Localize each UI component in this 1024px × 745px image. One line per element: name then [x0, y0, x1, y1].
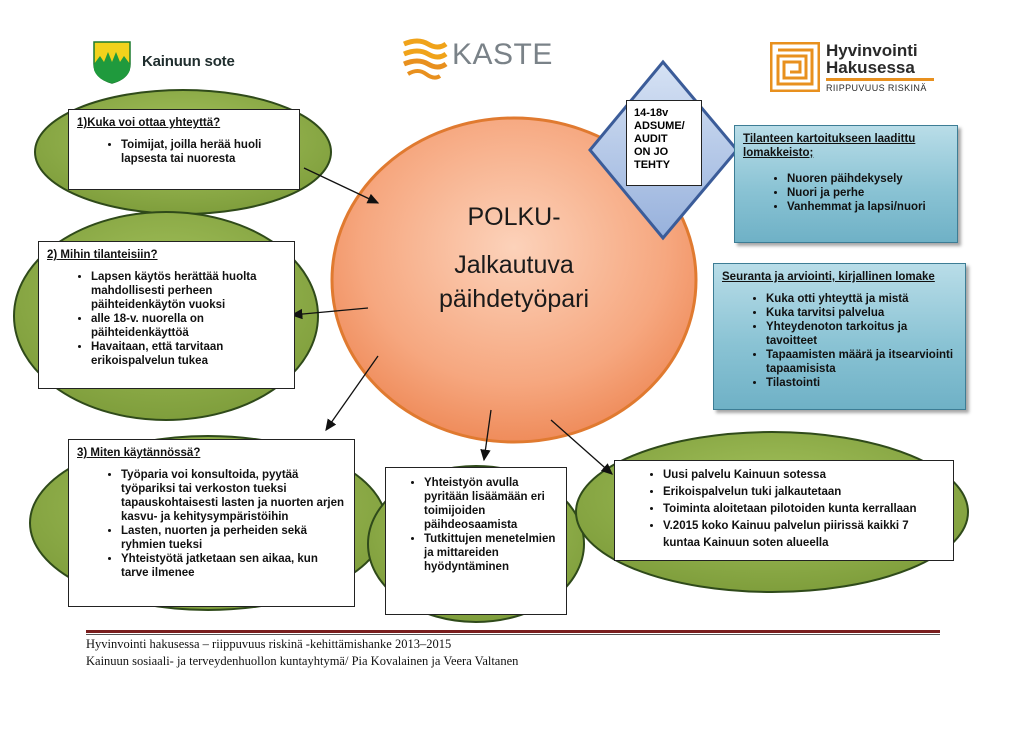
kainuu-shield-icon: [93, 41, 131, 84]
list-item: Uusi palvelu Kainuun sotessa: [663, 467, 945, 484]
box-who-can-contact: 1)Kuka voi ottaa yhteyttä? Toimijat, joi…: [68, 109, 300, 190]
center-title-line2: Jalkautuva: [454, 251, 574, 279]
center-title: POLKU- Jalkautuva päihdetyöpari: [404, 200, 624, 316]
list-item: Työparia voi konsultoida, pyytää työpari…: [121, 468, 346, 524]
list-item: Yhteydenoton tarkoitus ja tavoitteet: [766, 320, 957, 348]
list-item: Tilastointi: [766, 376, 957, 390]
list-item: Vanhemmat ja lapsi/nuori: [787, 200, 949, 214]
kainuu-sote-logo-text: Kainuun sote: [142, 53, 235, 70]
arrow-center-to-box2: [290, 307, 369, 320]
box-new-service: Uusi palvelu Kainuun sotessa Erikoispalv…: [614, 460, 954, 561]
list-item: Nuoren päihdekysely: [787, 172, 949, 186]
arrow-center-to-box4: [480, 409, 492, 462]
kaste-waves-icon: [403, 38, 448, 80]
diamond-line: ON JO: [634, 146, 669, 158]
footer-rule: [86, 630, 940, 633]
box-heading: 3) Miten käytännössä?: [77, 447, 201, 459]
logo-subtitle: RIIPPUVUUS RISKINÄ: [826, 83, 927, 93]
list-item: Toimijat, joilla herää huoli lapsesta ta…: [121, 138, 291, 166]
box-heading: 1)Kuka voi ottaa yhteyttä?: [77, 117, 221, 129]
diamond-line: 14-18v: [634, 107, 669, 119]
box-heading: Seuranta ja arviointi, kirjallinen lomak…: [722, 271, 935, 283]
list-item: Tutkittujen menetelmien ja mittareiden h…: [424, 532, 558, 574]
list-item: alle 18-v. nuorella on päihteidenkäyttöä: [91, 312, 286, 340]
box-which-situations: 2) Mihin tilanteisiin? Lapsen käytös her…: [38, 241, 295, 389]
diamond-line: TEHTY: [634, 159, 671, 171]
list-item: Lasten, nuorten ja perheiden sekä ryhmie…: [121, 524, 346, 552]
footer-line-2: Kainuun sosiaali- ja terveydenhuollon ku…: [86, 654, 519, 668]
list-item: Tapaamisten määrä ja itsearviointi tapaa…: [766, 348, 957, 376]
footer-rule-thin: [86, 634, 940, 635]
box-assessment-forms: Tilanteen kartoitukseen laadittu lomakke…: [734, 125, 958, 243]
maze-icon: [769, 41, 821, 93]
list-item: Havaitaan, että tarvitaan erikoispalvelu…: [91, 340, 286, 368]
list-item: Nuori ja perhe: [787, 186, 949, 200]
logo-underline: [826, 78, 934, 81]
arrow-center-to-box5: [550, 419, 613, 475]
box-how-in-practice: 3) Miten käytännössä? Työparia voi konsu…: [68, 439, 355, 607]
arrow-center-to-box3: [325, 355, 379, 432]
list-item: V.2015 koko Kainuu palvelun piirissä kai…: [663, 518, 945, 552]
list-item: Yhteistyön avulla pyritään lisäämään eri…: [424, 476, 558, 532]
list-item: Toiminta aloitetaan pilotoiden kunta ker…: [663, 501, 945, 518]
footer-line-1: Hyvinvointi hakusessa – riippuvuus riski…: [86, 637, 452, 651]
center-title-line1: POLKU-: [467, 203, 561, 231]
logo-title-line2: Hakusessa: [826, 58, 915, 77]
kaste-logo: KASTE: [400, 36, 560, 88]
list-item: Erikoispalvelun tuki jalkautetaan: [663, 484, 945, 501]
diamond-text-box: 14-18v ADSUME/ AUDIT ON JO TEHTY: [626, 100, 702, 186]
kaste-logo-text: KASTE: [452, 38, 553, 71]
list-item: Kuka tarvitsi palvelua: [766, 306, 957, 320]
central-circle: [330, 116, 698, 444]
kainuu-sote-logo: Kainuun sote: [92, 40, 252, 86]
list-item: Yhteistyötä jatketaan sen aikaa, kun tar…: [121, 552, 346, 580]
logo-title-line1: Hyvinvointi: [826, 41, 918, 60]
box-heading: Tilanteen kartoitukseen laadittu lomakke…: [743, 133, 916, 159]
center-title-line3: päihdetyöpari: [438, 285, 590, 313]
box-monitoring-form: Seuranta ja arviointi, kirjallinen lomak…: [713, 263, 966, 410]
hyvinvointi-hakusessa-logo: Hyvinvointi Hakusessa RIIPPUVUUS RISKINÄ: [769, 41, 950, 102]
box-cooperation: Yhteistyön avulla pyritään lisäämään eri…: [385, 467, 567, 615]
list-item: Kuka otti yhteyttä ja mistä: [766, 292, 957, 306]
arrow-box1-to-center: [303, 167, 380, 204]
diamond-line: AUDIT: [634, 133, 668, 145]
list-item: Lapsen käytös herättää huolta mahdollise…: [91, 270, 286, 312]
diamond-line: ADSUME/: [634, 120, 685, 132]
box-heading: 2) Mihin tilanteisiin?: [47, 249, 158, 261]
